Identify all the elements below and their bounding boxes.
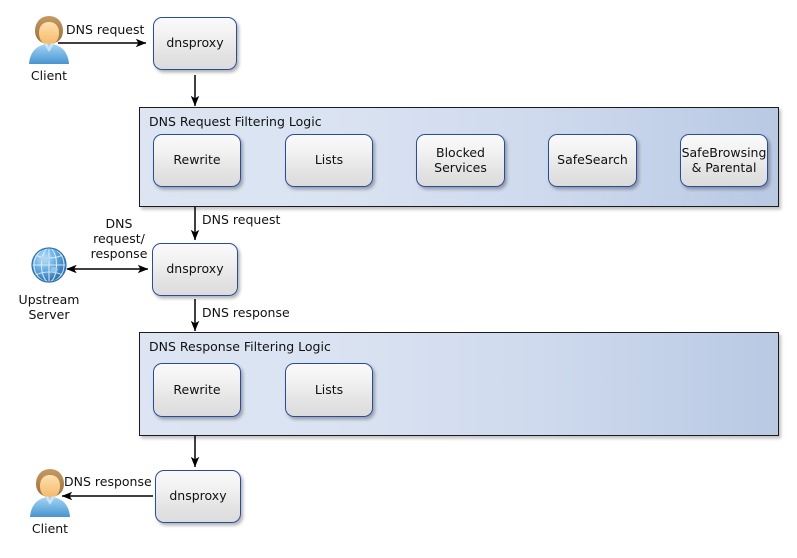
upstream-label-line2: request/ [93,231,145,246]
node-request-safesearch[interactable]: SafeSearch [548,134,637,187]
node-request-rewrite[interactable]: Rewrite [153,134,241,187]
upstream-caption-line2: Server [28,307,70,322]
globe-network-icon [31,246,67,284]
node-dnsproxy-top-label: dnsproxy [166,35,224,51]
node-response-rewrite[interactable]: Rewrite [153,363,241,417]
blocked-services-line1: Blocked [436,144,485,160]
node-dnsproxy-middle-label: dnsproxy [166,261,224,277]
node-request-safesearch-label: SafeSearch [557,152,628,168]
node-request-blocked-services[interactable]: Blocked Services [416,134,505,187]
user-avatar-icon [29,16,69,64]
node-response-lists[interactable]: Lists [285,363,373,417]
edge-label-client-to-dnsproxy: DNS request [66,22,145,37]
group-request-title: DNS Request Filtering Logic [149,114,322,129]
node-response-rewrite-label: Rewrite [173,381,221,397]
node-dnsproxy-bottom-label: dnsproxy [169,488,227,504]
node-request-safebrowsing-parental[interactable]: SafeBrowsing & Parental [680,134,768,187]
node-request-rewrite-label: Rewrite [173,152,221,168]
upstream-caption-line1: Upstream [18,292,80,307]
node-dnsproxy-bottom[interactable]: dnsproxy [155,470,241,523]
upstream-label-line3: response [90,246,148,261]
safebrowsing-line1: SafeBrowsing [681,144,767,160]
group-dns-response-filtering: DNS Response Filtering Logic [139,332,779,436]
node-dnsproxy-top[interactable]: dnsproxy [153,17,237,70]
caption-upstream-server: Upstream Server [4,292,94,322]
edge-label-request-group-to-dnsproxy: DNS request [202,212,281,227]
avatar-client-top [25,14,73,66]
group-response-title: DNS Response Filtering Logic [149,339,331,354]
node-request-lists-label: Lists [314,152,344,168]
icon-upstream-server [24,240,74,290]
node-request-safebrowsing-label: SafeBrowsing & Parental [679,144,770,176]
upstream-label-line1: DNS [105,216,133,231]
edge-label-upstream: DNS request/ response [75,216,163,261]
caption-client-bottom: Client [31,521,69,536]
node-dnsproxy-middle[interactable]: dnsproxy [152,243,238,296]
node-request-lists[interactable]: Lists [285,134,373,187]
node-request-blocked-services-label: Blocked Services [431,144,490,176]
edge-label-dnsproxy-to-client: DNS response [64,474,152,489]
avatar-client-bottom [26,467,74,519]
blocked-services-line2: Services [434,159,487,175]
edge-label-dnsproxy-to-response-group: DNS response [202,305,290,320]
node-response-lists-label: Lists [314,381,344,397]
caption-client-top: Client [30,68,68,83]
user-avatar-icon [30,469,70,517]
safebrowsing-line2: & Parental [691,159,757,175]
